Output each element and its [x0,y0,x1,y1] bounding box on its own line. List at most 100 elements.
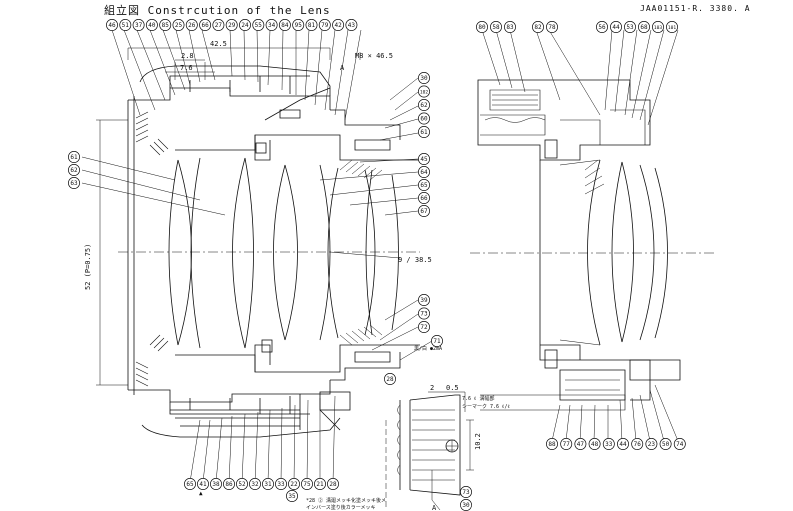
callout-80: 80 [476,21,488,33]
callout-number: 66 [420,195,428,202]
callout-number: 41 [199,481,207,488]
callout-number: 86 [225,481,233,488]
callout-number: 44 [619,441,627,448]
callout-number: 38 [212,481,220,488]
callout-circle [418,72,430,84]
drawing-title: 組立図 Constrcution of the Lens [104,4,331,17]
callout-number: 30 [462,502,470,509]
callout-number: 101 [668,25,677,31]
callout-circle [132,19,145,31]
callout-82: 82 [532,21,544,33]
callout-number: 60 [420,116,428,123]
callout-circle [652,21,664,33]
callout-number: 30 [420,75,428,82]
callout-number: 44 [612,24,620,31]
callout-number: 83 [506,24,514,31]
callout-number: 47 [577,441,585,448]
callout-number: 74 [676,441,684,448]
callout-circle [278,19,291,31]
callout-75: 75 [301,478,313,490]
callout-65: 65 [184,478,196,490]
callout-21: 21 [314,478,326,490]
small-label: 黒/白 ●2mA [414,345,442,352]
callout-86: 86 [223,478,235,490]
callout-number: 33 [277,481,285,488]
callout-circle [631,438,644,450]
callout-circle [236,478,248,490]
dim-7-6: 7.6 [180,64,193,72]
callout-72: 72 [418,321,430,333]
callout-39: 39 [418,294,430,306]
callout-number: 82 [534,24,542,31]
callout-53: 53 [624,21,636,33]
callout-34: 34 [265,19,278,31]
callout-number: 29 [228,22,236,29]
callout-number: 39 [420,297,428,304]
detail-label-a: A [432,504,437,511]
detail-dim-2: 2 [430,384,434,392]
callout-circle [418,205,430,217]
callout-number: 34 [268,22,276,29]
callout-circle [532,21,544,33]
callout-28: 28 [327,478,339,490]
callout-circle [275,478,287,490]
callout-circle [159,19,172,31]
callout-48: 48 [588,438,601,450]
callout-circle [418,112,430,125]
callout-circle [673,438,686,450]
callout-circle [431,335,443,347]
dim-center: 9 / 38.5 [398,256,432,264]
callout-circle [418,85,430,98]
callout-number: 22 [290,481,298,488]
callout-circle [560,438,573,450]
callout-number: 35 [288,493,296,500]
callout-number: 58 [492,24,500,31]
callout-circle [288,478,300,490]
callout-55: 55 [252,19,265,31]
callout-47: 47 [574,438,587,450]
callout-40: 40 [145,19,158,31]
callout-circle [659,438,672,450]
detail-dim-10-2: 10.2 [474,433,482,450]
callout-58: 58 [490,21,502,33]
callout-28: 28 [384,373,396,385]
callout-circle [504,21,516,33]
callout-61: 61 [68,151,80,163]
callout-circle [624,21,636,33]
detail-dim-0-5: 0.5 [446,384,459,392]
callout-78: 78 [546,21,558,33]
callout-number: 75 [303,481,311,488]
callout-circle [252,19,265,31]
callout-circle [596,21,608,33]
callout-circle [418,179,430,191]
callout-circle [460,486,472,498]
callout-circle [418,126,430,138]
callout-number: 21 [316,481,324,488]
callout-76: 76 [631,438,644,450]
callout-63: 63 [68,177,80,189]
callout-42: 42 [332,19,345,31]
bottom-mark: ▲ [199,490,203,497]
callout-33: 33 [602,438,615,450]
callout-number: 61 [70,154,78,161]
foot-note-1: *28 ② 溝廻メッキ化塗メッキ後メ [306,497,386,504]
callout-101: 101 [666,21,678,33]
callout-circle [314,478,326,490]
callout-number: 68 [640,24,648,31]
detail-note-1: 7.6 ℓ 溝幅部 [462,395,494,402]
callout-61: 61 [418,126,430,138]
callout-66: 66 [418,192,430,204]
callout-32: 32 [249,478,261,490]
callout-circle [106,19,118,31]
callout-circle [574,438,587,450]
callout-circle [602,438,615,450]
callout-85: 85 [159,19,172,31]
callout-30: 30 [418,72,430,84]
callout-circle [239,19,251,31]
callout-circle [145,19,158,31]
callout-73: 73 [418,307,430,320]
callout-24: 24 [239,19,251,31]
callout-circle [318,19,331,31]
